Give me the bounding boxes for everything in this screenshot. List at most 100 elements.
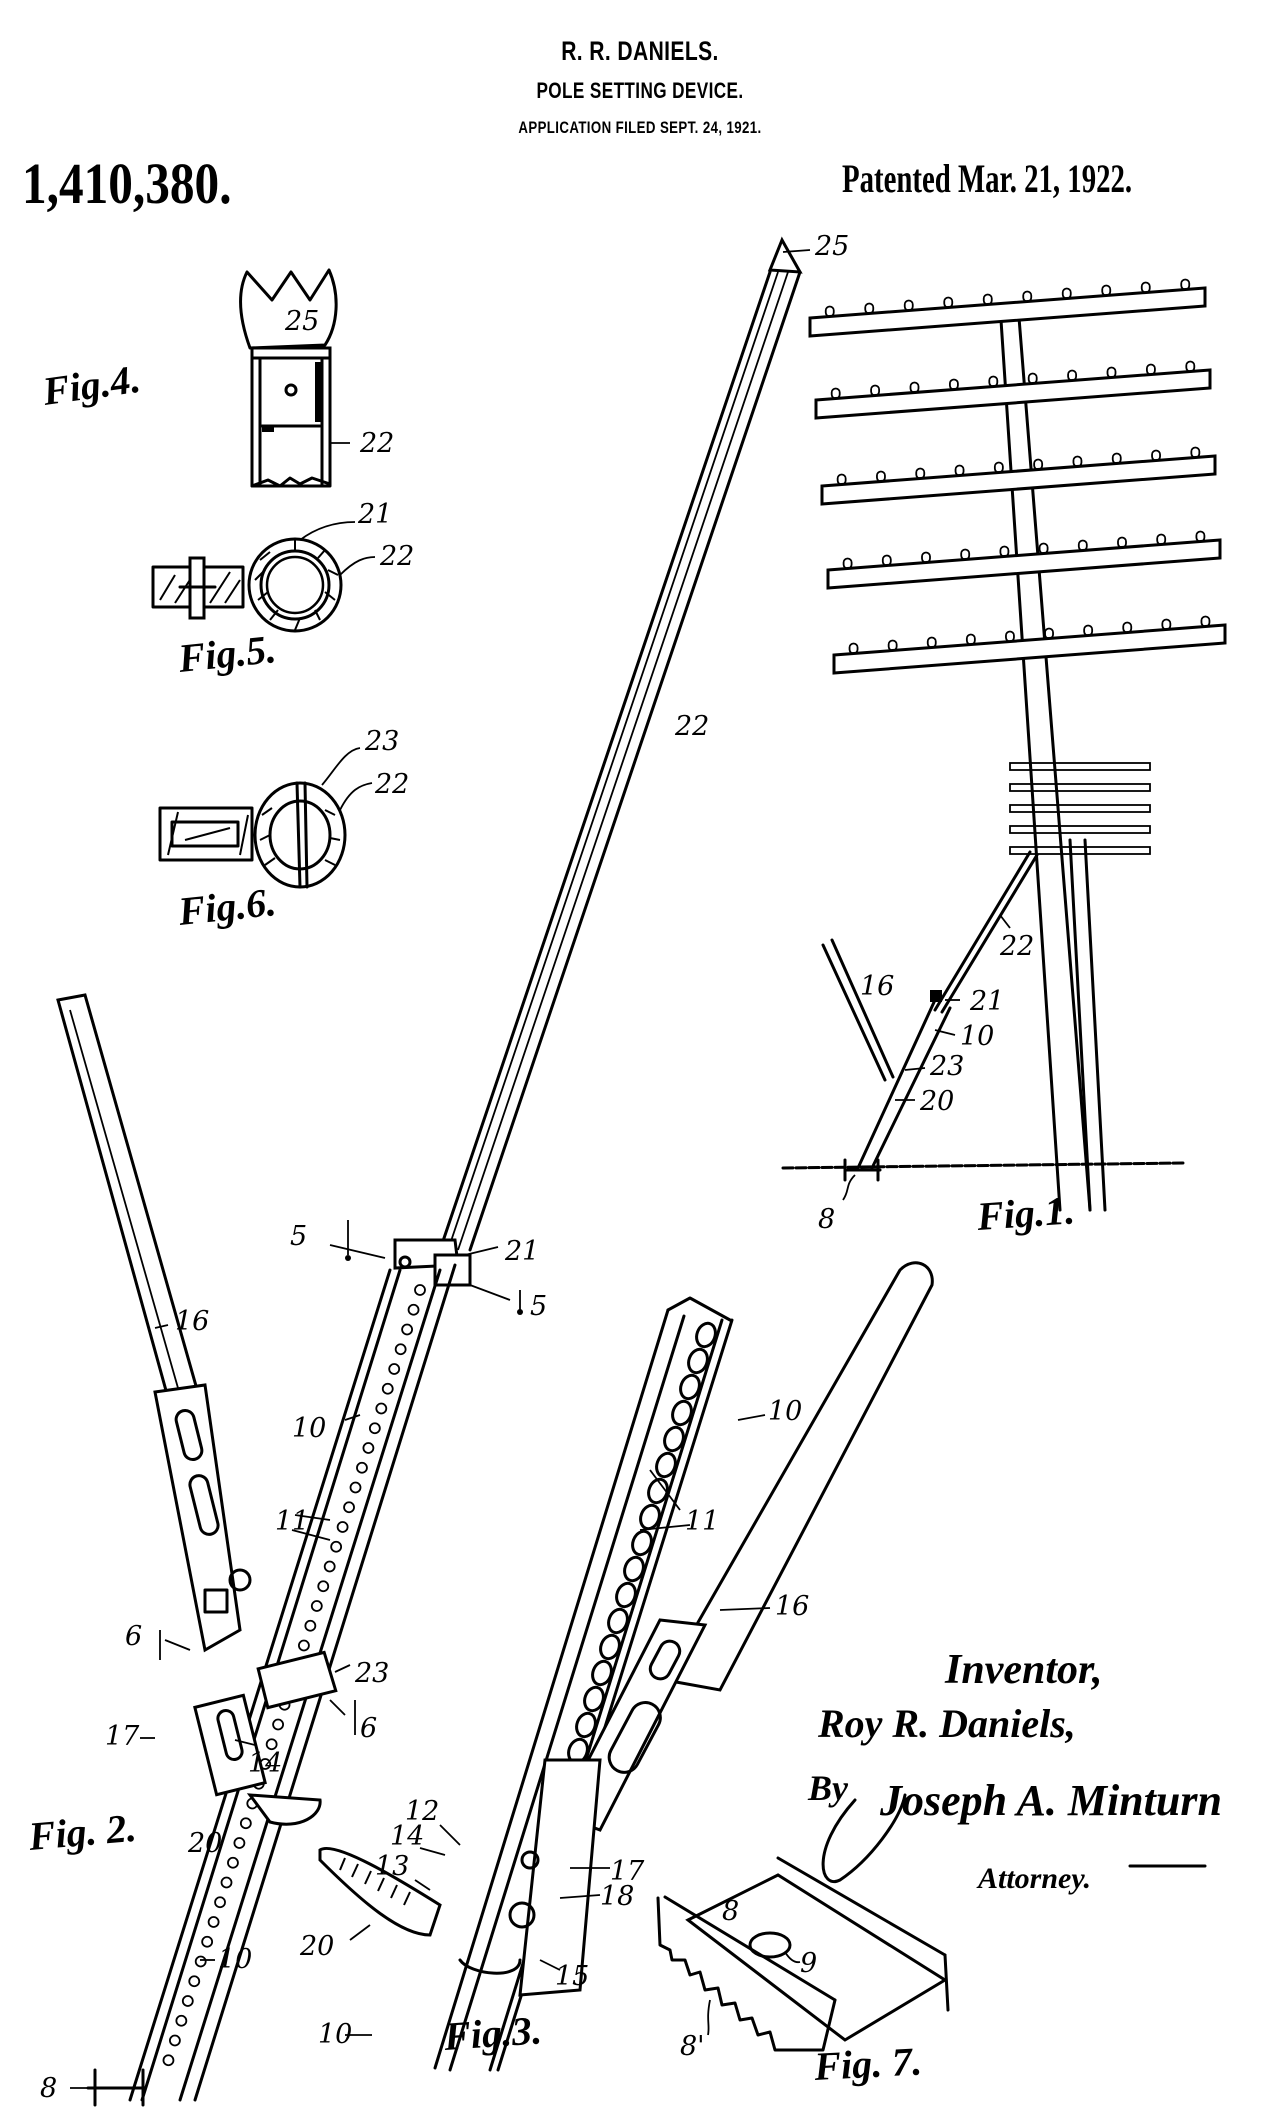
rack-hole	[687, 1347, 709, 1375]
insulator	[999, 545, 1010, 558]
rack-hole	[272, 1718, 285, 1731]
ref-label: 14	[248, 1748, 282, 1779]
fig4-label: Fig.4.	[39, 356, 143, 414]
insulator	[993, 461, 1004, 474]
insulator	[943, 296, 954, 309]
insulator	[887, 639, 898, 652]
ref-label: 13	[375, 1851, 409, 1882]
insulator	[1195, 530, 1206, 543]
insulator	[1022, 290, 1033, 303]
insulator	[1122, 621, 1133, 634]
insulator	[1111, 452, 1122, 465]
fig2-label: Fig. 2.	[26, 1805, 138, 1859]
insulator	[1083, 624, 1094, 637]
ref-label: 21	[357, 499, 392, 530]
rack-hole	[671, 1399, 693, 1427]
rack-hole	[575, 1711, 597, 1739]
rack-hole	[194, 1955, 207, 1968]
small-crossarm	[1009, 783, 1151, 792]
ref-label: 20	[187, 1828, 222, 1859]
rack-hole	[214, 1896, 226, 1909]
rack-hole	[239, 1817, 252, 1830]
insulator	[915, 467, 926, 480]
ref-label: 10	[292, 1413, 326, 1444]
fig3-drawing: 10 11 16 12 14 13 17 18 20 15 10 Fig.3.	[299, 1261, 934, 2072]
rack-hole	[201, 1935, 214, 1948]
insulator	[848, 642, 859, 655]
crossarm	[814, 368, 1212, 420]
insulator	[830, 387, 841, 400]
insulator	[1101, 284, 1112, 297]
ref-label: 8'	[680, 2031, 705, 2062]
insulator	[965, 633, 976, 646]
ref-label: 11	[685, 1506, 719, 1537]
rack-hole	[310, 1600, 323, 1612]
crossarm	[826, 538, 1222, 590]
rack-hole	[207, 1916, 220, 1928]
ref-label: 8	[818, 1204, 835, 1235]
insulator	[836, 473, 847, 486]
rack-hole	[663, 1425, 685, 1453]
rack-hole	[647, 1477, 669, 1505]
rack-hole	[297, 1639, 310, 1652]
rack-hole	[388, 1363, 401, 1375]
insulator	[1190, 446, 1201, 459]
fig7-label: Fig. 7.	[812, 2038, 923, 2089]
fig4-drawing: 25 22 Fig.4.	[39, 268, 394, 488]
rack-hole	[401, 1323, 414, 1336]
attorney-label: Attorney.	[976, 1862, 1091, 1895]
rack-hole	[583, 1685, 605, 1713]
fig1-label: Fig.1.	[974, 1187, 1076, 1239]
ref-label: 23	[929, 1051, 964, 1082]
ref-label: 10	[960, 1021, 994, 1052]
ref-label: 10	[768, 1396, 802, 1427]
fig5-label: Fig.5.	[175, 626, 278, 681]
ref-label: 22	[374, 769, 409, 800]
patented-date: Patented Mar. 21, 1922.	[842, 156, 1133, 201]
fig2-drawing: 25 22 5 21 5 16 10 11 6 23 6 17 14 20 10…	[26, 231, 849, 2107]
insulator	[824, 305, 835, 318]
rack-hole	[599, 1633, 621, 1661]
rack-hole	[317, 1580, 330, 1593]
ref-label: 17	[610, 1856, 645, 1887]
ref-label: 8	[722, 1896, 739, 1927]
fig6-drawing: 23 22 Fig.6.	[158, 726, 409, 934]
ref-label: 22	[379, 541, 414, 572]
inventor-signature: Roy R. Daniels,	[817, 1701, 1076, 1746]
rack-hole	[181, 1995, 194, 2007]
crossarm	[808, 286, 1207, 338]
ref-label: 22	[999, 931, 1034, 962]
ref-label: 14	[390, 1821, 424, 1852]
ref-label: 21	[969, 986, 1004, 1017]
rack-hole	[162, 2054, 175, 2067]
small-crossarm	[1009, 825, 1151, 834]
insulator	[864, 302, 875, 315]
ref-label: 16	[775, 1591, 809, 1622]
rack-hole	[168, 2034, 181, 2047]
insulator	[926, 636, 937, 649]
application-filed: APPLICATION FILED SEPT. 24, 1921.	[518, 118, 762, 137]
insulator	[1146, 363, 1156, 376]
insulator	[960, 548, 971, 561]
rack-hole	[265, 1738, 278, 1751]
rack-hole	[343, 1501, 355, 1514]
fig3-label: Fig.3.	[441, 2007, 543, 2059]
insulator	[1077, 539, 1088, 552]
insulator	[921, 551, 931, 564]
rack-hole	[623, 1555, 645, 1583]
insulator	[842, 557, 853, 570]
insulator	[1106, 366, 1117, 379]
rack-hole	[655, 1451, 677, 1479]
insulator	[954, 464, 965, 477]
patent-title: POLE SETTING DEVICE.	[536, 78, 744, 103]
inventor-label: Inventor,	[944, 1647, 1103, 1693]
ref-label: 16	[860, 971, 894, 1002]
by-label: By	[807, 1768, 849, 1808]
insulator	[1117, 536, 1127, 549]
ref-label: 25	[284, 306, 319, 337]
insulator	[949, 378, 959, 391]
ref-label: 20	[919, 1086, 954, 1117]
insulator	[870, 384, 880, 397]
ref-label: 23	[364, 726, 399, 757]
